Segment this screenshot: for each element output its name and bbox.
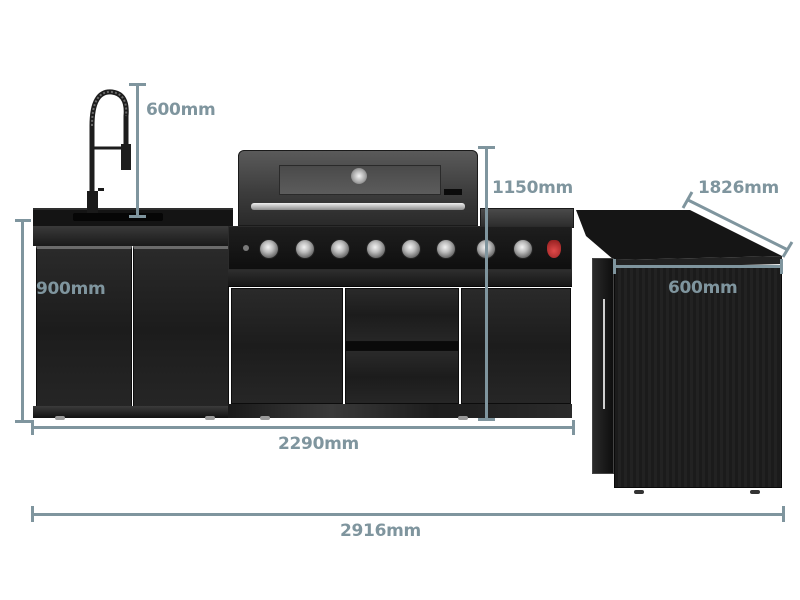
corner-cabinet <box>572 208 784 498</box>
dim-line-faucet-height <box>136 84 139 218</box>
label-main-run: 2290mm <box>278 434 359 454</box>
hood-handle[interactable] <box>251 203 465 210</box>
side-burner-knob-icon[interactable] <box>547 240 561 258</box>
fridge-glass-door[interactable] <box>592 258 614 474</box>
burner-knob-2[interactable] <box>295 239 315 259</box>
side-burner-lid[interactable] <box>480 208 574 228</box>
sink-door-right[interactable] <box>133 246 229 412</box>
dim-tick <box>129 215 146 218</box>
burner-knob-6[interactable] <box>436 239 456 259</box>
label-overall-width: 2916mm <box>340 521 421 541</box>
foot <box>750 490 760 494</box>
label-bench-height: 900mm <box>36 279 106 299</box>
dim-line-bench-height <box>21 220 24 422</box>
foot <box>55 416 65 420</box>
fridge-handle[interactable] <box>603 299 605 409</box>
burner-knob-1[interactable] <box>259 239 279 259</box>
dim-tick <box>613 259 616 274</box>
dim-tick <box>780 259 783 274</box>
dim-tick <box>129 83 146 86</box>
dim-line-return-depth <box>681 191 794 258</box>
faucet-icon <box>87 89 131 213</box>
grill-door-right[interactable] <box>461 288 571 404</box>
grill-drawer-bottom[interactable] <box>345 350 459 404</box>
dim-tick <box>15 420 31 423</box>
ignition-button[interactable] <box>243 245 249 251</box>
dim-tick <box>15 219 31 222</box>
dim-line-main-run <box>32 426 574 429</box>
corner-side-panel <box>614 266 782 488</box>
grill-door-left[interactable] <box>231 288 343 404</box>
sink-door-left[interactable] <box>36 246 132 412</box>
sink-base <box>33 406 233 418</box>
foot <box>634 490 644 494</box>
sink-cabinet <box>33 208 233 420</box>
label-return-depth: 1826mm <box>698 178 779 198</box>
dim-tick <box>478 418 495 421</box>
burner-knob-4[interactable] <box>366 239 386 259</box>
grill-unit <box>228 148 574 420</box>
label-return-width: 600mm <box>668 278 738 298</box>
label-grill-height: 1150mm <box>492 178 573 198</box>
brand-badge <box>444 189 462 195</box>
burner-knob-3[interactable] <box>330 239 350 259</box>
dim-tick <box>782 506 785 522</box>
burner-knob-5[interactable] <box>401 239 421 259</box>
drawer-divider <box>345 342 459 350</box>
dim-line-overall <box>32 513 784 516</box>
sink-top-rail <box>33 226 233 246</box>
dim-tick <box>31 420 34 435</box>
dim-line-grill-height <box>485 148 488 420</box>
grill-plinth <box>228 404 572 418</box>
control-panel <box>228 226 572 270</box>
dim-tick <box>31 506 34 522</box>
grill-drawer-top[interactable] <box>345 288 459 342</box>
dim-tick <box>478 146 495 149</box>
burner-knob-8[interactable] <box>513 239 533 259</box>
foot <box>260 416 270 420</box>
dim-line-return-width <box>614 265 782 268</box>
thermometer-icon <box>351 168 367 184</box>
grill-hood[interactable] <box>238 150 478 226</box>
grill-base-rail <box>228 270 572 287</box>
dim-tick <box>572 420 575 435</box>
foot <box>205 416 215 420</box>
label-faucet-height: 600mm <box>146 100 216 120</box>
foot <box>458 416 468 420</box>
sink-bowl <box>73 213 163 221</box>
